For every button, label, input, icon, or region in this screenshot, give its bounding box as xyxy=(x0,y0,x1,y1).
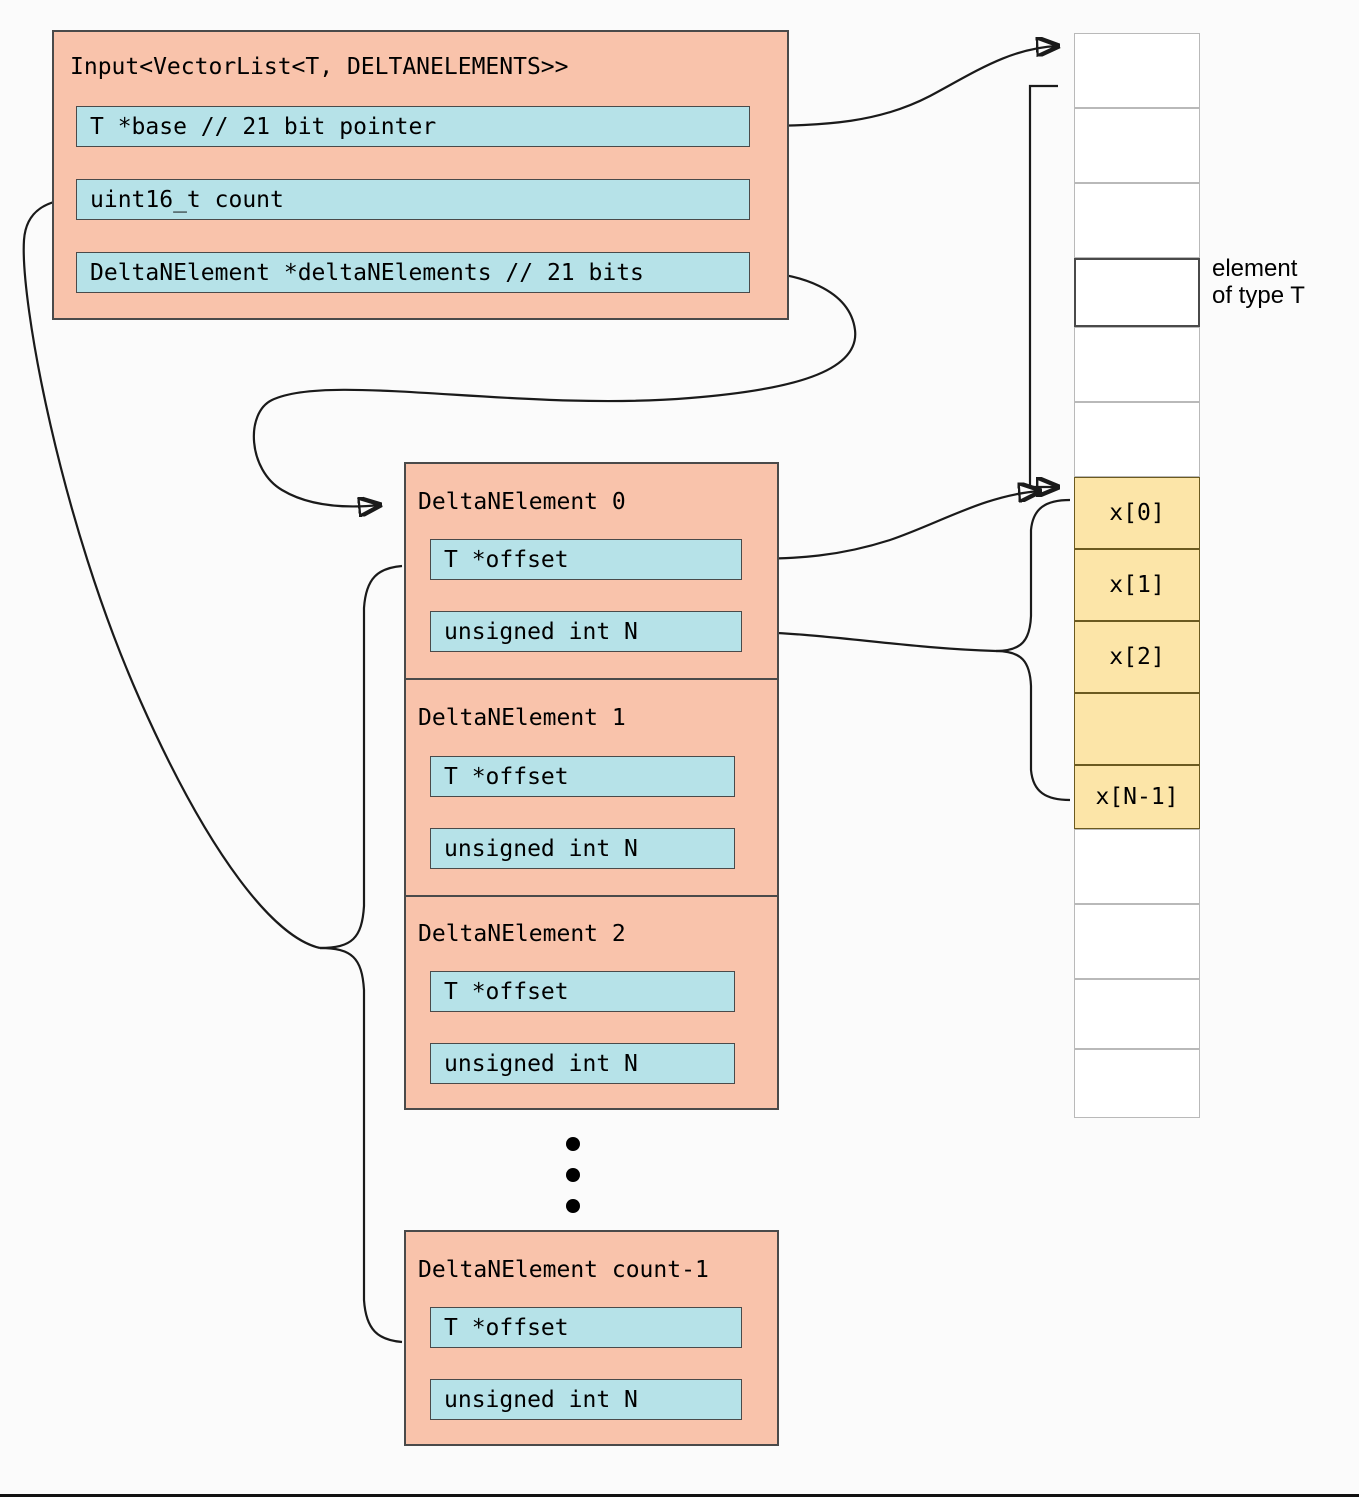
memory-element-type-label: element of type T xyxy=(1212,255,1305,309)
memory-cell-12 xyxy=(1074,904,1200,979)
deltanelement-2-title: DeltaNElement 2 xyxy=(418,921,626,947)
deltanelement-0-field-n: unsigned int N xyxy=(430,611,742,652)
wire-count-brace-fork2 xyxy=(319,946,403,1344)
input-struct-title: Input<VectorList<T, DELTANELEMENTS>> xyxy=(70,54,569,80)
wire-n-brace xyxy=(741,630,997,653)
memory-cell-5 xyxy=(1074,402,1200,477)
wire-offset-to-x0 xyxy=(741,491,1040,561)
deltanelement-divider-1-2 xyxy=(404,895,779,897)
memory-cell-11 xyxy=(1074,829,1200,904)
deltanelement-2-field-offset: T *offset xyxy=(430,971,735,1012)
deltanelement-last-title: DeltaNElement count-1 xyxy=(418,1257,709,1283)
deltanelement-2-field-n: unsigned int N xyxy=(430,1043,735,1084)
deltanelement-divider-0-1 xyxy=(404,678,779,680)
field-deltanelements: DeltaNElement *deltaNElements // 21 bits xyxy=(76,252,750,293)
memory-cell-4 xyxy=(1074,327,1200,402)
field-base: T *base // 21 bit pointer xyxy=(76,106,750,147)
array-cell-xn1: x[N-1] xyxy=(1074,765,1200,829)
field-count: uint16_t count xyxy=(76,179,750,220)
wire-n-brace-up xyxy=(995,498,1071,653)
memory-cell-0 xyxy=(1074,33,1200,108)
array-cell-gap xyxy=(1074,693,1200,765)
wire-base-to-memory xyxy=(747,46,1058,128)
deltanelement-1-field-n: unsigned int N xyxy=(430,828,735,869)
deltanelement-0-title: DeltaNElement 0 xyxy=(418,489,626,515)
array-cell-x0: x[0] xyxy=(1074,477,1200,549)
memory-cell-highlighted xyxy=(1074,258,1200,327)
wire-count-brace-fork xyxy=(319,564,403,950)
deltanelement-last-field-n: unsigned int N xyxy=(430,1379,742,1420)
deltanelement-last-field-offset: T *offset xyxy=(430,1307,742,1348)
deltanelement-0-field-offset: T *offset xyxy=(430,539,742,580)
memory-cell-13 xyxy=(1074,979,1200,1049)
array-cell-x1: x[1] xyxy=(1074,549,1200,621)
wire-n-brace-down xyxy=(995,649,1071,802)
deltanelement-1-title: DeltaNElement 1 xyxy=(418,705,626,731)
deltanelement-1-field-offset: T *offset xyxy=(430,756,735,797)
memory-cell-1 xyxy=(1074,108,1200,183)
array-cell-x2: x[2] xyxy=(1074,621,1200,693)
wire-base-offset-guide xyxy=(1028,84,1058,487)
memory-cell-14 xyxy=(1074,1049,1200,1118)
memory-cell-2 xyxy=(1074,183,1200,258)
